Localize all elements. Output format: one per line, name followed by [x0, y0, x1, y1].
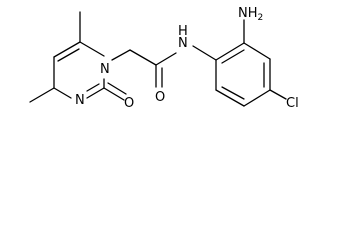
label-amide-o: O [155, 90, 165, 105]
bond-n3-c2 [86, 87, 105, 99]
acetamide-linker [111, 49, 177, 88]
label-ring-n3: N [75, 93, 85, 108]
bond-c4-n3 [53, 87, 72, 99]
bond-c4-methyl [29, 87, 55, 103]
label-chlorine: Cl [286, 96, 299, 111]
bond-c6-c5 [53, 41, 81, 58]
bond-c4-cl [269, 89, 287, 100]
chemical-structure-diagram: NH2 N H N N O O Cl [29, 6, 299, 111]
atom-labels: NH2 N H N N O O Cl [75, 6, 299, 111]
bond-n3-c2-inner [86, 83, 100, 92]
label-amide-n: N [178, 36, 188, 51]
bond-n1-c6 [79, 41, 105, 57]
label-nh2: NH2 [238, 6, 263, 23]
label-ring-n1: N [100, 62, 110, 77]
phenyl-ring [192, 19, 287, 107]
bond-n1-ch2 [111, 49, 131, 61]
label-ring-o: O [124, 96, 134, 111]
bond-c2-o-double [107, 82, 127, 95]
bond-c1-c2 [215, 42, 245, 61]
bond-co-nh [155, 52, 177, 66]
bond-c5-c6-inner [221, 86, 245, 100]
bond-c2-c3 [243, 42, 271, 60]
bond-c4-c5 [243, 89, 271, 107]
pyrimidinone-ring [29, 11, 127, 103]
label-amide-h: H [178, 24, 188, 39]
bond-ch2-co [129, 49, 157, 66]
bond-c5-c6 [215, 89, 245, 107]
bond-c6-c5-inner [57, 48, 80, 62]
bond-c2-o [103, 87, 125, 101]
bond-nh-c1 [192, 45, 217, 61]
bond-c1-c2-inner [221, 49, 245, 64]
